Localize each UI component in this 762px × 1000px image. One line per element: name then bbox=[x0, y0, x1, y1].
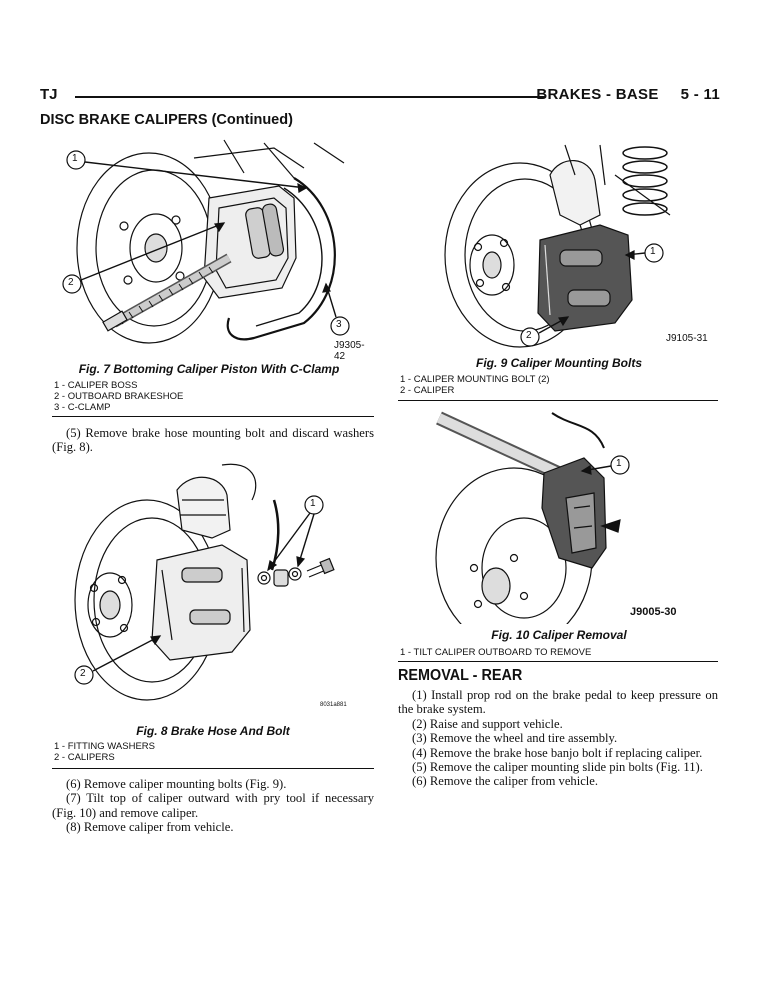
fig7-legend-item: 1 - CALIPER BOSS bbox=[54, 380, 138, 391]
fig8-image-id: 8031a881 bbox=[320, 702, 347, 708]
fig8-illustration: 1 2 8031a881 bbox=[52, 460, 374, 714]
fig8-callout-2: 2 bbox=[80, 668, 86, 679]
rear-step: (6) Remove the caliper from vehicle. bbox=[412, 774, 599, 789]
rear-step: (3) Remove the wheel and tire assembly. bbox=[412, 731, 618, 746]
header-rule bbox=[75, 96, 545, 98]
fig8-caption: Fig. 8 Brake Hose And Bolt bbox=[136, 724, 290, 738]
fig7-legend-item: 3 - C-CLAMP bbox=[54, 402, 111, 413]
left-steps-b: (6) Remove caliper mounting bolts (Fig. … bbox=[52, 777, 374, 835]
fig7-caption: Fig. 7 Bottoming Caliper Piston With C-C… bbox=[78, 362, 340, 376]
fig10-image-id: J9005-30 bbox=[630, 606, 677, 618]
step-5: (5) Remove brake hose mounting bolt and … bbox=[52, 426, 374, 455]
fig8-callout-1: 1 bbox=[310, 498, 316, 509]
header-section: BRAKES - BASE bbox=[536, 86, 659, 103]
fig7-callout-1: 1 bbox=[72, 153, 78, 164]
header-vehicle-code: TJ bbox=[40, 86, 58, 103]
fig8-legend-item: 2 - CALIPERS bbox=[54, 752, 115, 763]
fig9-legend: 1 - CALIPER MOUNTING BOLT (2) 2 - CALIPE… bbox=[400, 374, 718, 396]
fig9-rule bbox=[398, 400, 718, 401]
fig7-illustration: 1 2 3 J9305-42 bbox=[44, 138, 374, 362]
rear-step: (4) Remove the brake hose banjo bolt if … bbox=[412, 745, 703, 760]
fig9-callout-2: 2 bbox=[526, 330, 532, 341]
step-8: (8) Remove caliper from vehicle. bbox=[66, 820, 234, 835]
fig9-image-id: J9105-31 bbox=[666, 333, 708, 344]
fig7-legend: 1 - CALIPER BOSS 2 - OUTBOARD BRAKESHOE … bbox=[54, 380, 374, 413]
fig10-legend: 1 - TILT CALIPER OUTBOARD TO REMOVE bbox=[400, 647, 718, 658]
fig8-legend-item: 1 - FITTING WASHERS bbox=[54, 741, 155, 752]
fig9-legend-item: 2 - CALIPER bbox=[400, 385, 455, 396]
step-6: (6) Remove caliper mounting bolts (Fig. … bbox=[66, 777, 287, 791]
fig9-caption: Fig. 9 Caliper Mounting Bolts bbox=[476, 356, 642, 370]
fig7-image-id: J9305-42 bbox=[334, 340, 365, 362]
removal-rear-heading: REMOVAL - REAR bbox=[398, 667, 523, 684]
fig7-rule bbox=[52, 416, 374, 417]
fig8-legend: 1 - FITTING WASHERS 2 - CALIPERS bbox=[54, 741, 374, 763]
fig9-callout-1: 1 bbox=[650, 246, 656, 257]
fig10-rule bbox=[398, 661, 718, 662]
fig9-legend-item: 1 - CALIPER MOUNTING BOLT (2) bbox=[400, 374, 550, 385]
fig8-rule bbox=[52, 768, 374, 769]
header-page-number: 5 - 11 bbox=[680, 86, 720, 103]
fig10-caption: Fig. 10 Caliper Removal bbox=[491, 628, 627, 642]
fig10-callout-1: 1 bbox=[616, 458, 622, 469]
fig7-callout-2: 2 bbox=[68, 277, 74, 288]
removal-rear-steps: (1) Install prop rod on the brake pedal … bbox=[398, 688, 718, 789]
fig7-legend-item: 2 - OUTBOARD BRAKESHOE bbox=[54, 391, 184, 402]
section-title: DISC BRAKE CALIPERS (Continued) bbox=[40, 112, 293, 128]
step-7: (7) Tilt top of caliper outward with pry… bbox=[52, 791, 374, 820]
header-right: BRAKES - BASE 5 - 11 bbox=[536, 86, 720, 103]
left-steps-a: (5) Remove brake hose mounting bolt and … bbox=[52, 426, 374, 455]
rear-step: (2) Raise and support vehicle. bbox=[412, 716, 563, 731]
fig10-legend-item: 1 - TILT CALIPER OUTBOARD TO REMOVE bbox=[400, 647, 592, 658]
fig10-illustration: 1 J9005-30 bbox=[434, 408, 718, 624]
rear-step: (5) Remove the caliper mounting slide pi… bbox=[412, 760, 703, 775]
fig7-callout-3: 3 bbox=[336, 319, 342, 330]
rear-step: (1) Install prop rod on the brake pedal … bbox=[398, 688, 718, 717]
fig9-illustration: 1 2 J9105-31 bbox=[400, 135, 718, 351]
